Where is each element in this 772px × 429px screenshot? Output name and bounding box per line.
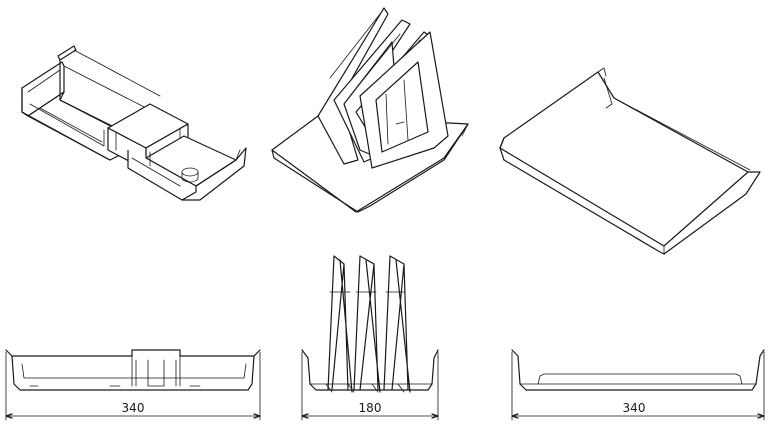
dimension-340-left: 340 xyxy=(122,401,145,415)
front-view-file-holder: 180 xyxy=(301,255,439,421)
iso-view-extendable-tray xyxy=(21,45,247,201)
front-view-flat-tray: 340 xyxy=(511,349,765,421)
dimension-180: 180 xyxy=(359,401,382,415)
iso-view-file-holder xyxy=(271,7,469,213)
front-view-extendable-tray: 340 xyxy=(5,349,261,421)
iso-view-flat-tray xyxy=(499,67,761,255)
dimension-340-right: 340 xyxy=(623,401,646,415)
